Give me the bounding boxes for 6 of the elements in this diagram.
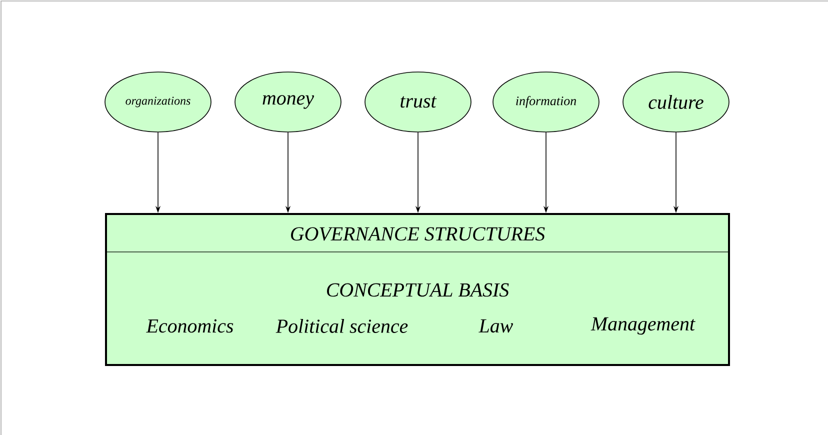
ellipse-node: information <box>492 72 600 132</box>
ellipse-node: money <box>234 72 342 132</box>
ellipse-node: trust <box>364 72 472 132</box>
ellipse-node: organizations <box>104 72 212 132</box>
governance-box: GOVERNANCE STRUCTURES CONCEPTUAL BASIS Economics Political science Law Management <box>105 212 730 366</box>
ellipse-node: culture <box>622 72 730 132</box>
